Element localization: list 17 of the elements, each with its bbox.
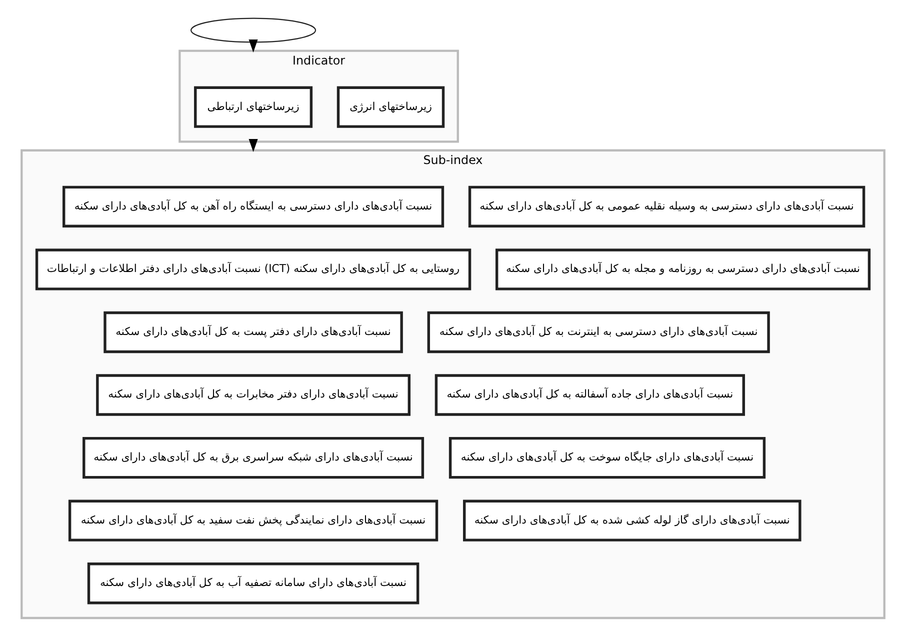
node-box: زیرساختهای انرژی bbox=[336, 86, 445, 128]
node-box: زیرساختهای ارتباطی bbox=[194, 86, 313, 128]
node-box: نسبت آبادی‌های دارای جاده آسفالته به کل آبادی‌های دارای سکنه bbox=[434, 374, 745, 416]
node-box: نسبت آبادی‌های دارای گاز لوله کشی شده به کل آبادی‌های دارای سکنه bbox=[463, 499, 802, 541]
node-box: نسبت آبادی‌های دارای جایگاه سوخت به کل آبادی‌های دارای سکنه bbox=[448, 436, 766, 478]
node-box: نسبت آبادی‌های دارای دفتر مخابرات به کل آبادی‌های دارای سکنه bbox=[96, 374, 411, 416]
node-box: نسبت آبادی‌های دارای دسترسی به روزنامه و مجله به کل آبادی‌های دارای سکنه bbox=[495, 248, 871, 290]
arrow bbox=[248, 138, 258, 152]
node-box: نسبت آبادی‌های دارای دسترسی به ایستگاه راه آهن به کل آبادی‌های دارای سکنه bbox=[62, 185, 444, 228]
arrow bbox=[248, 38, 258, 52]
node-box: نسبت آبادی‌های دارای نمایندگی پخش نفت سفید به کل آبادی‌های دارای سکنه bbox=[68, 499, 438, 541]
node-box: نسبت آبادی‌های دارای شبکه سراسری برق به کل آبادی‌های دارای سکنه bbox=[82, 436, 424, 478]
node-box: نسبت آبادی‌های دارای دفتر پست به کل آبادی‌های دارای سکنه bbox=[104, 310, 403, 353]
node-box: نسبت آبادی‌های دارای دسترسی به وسیله نقلیه عمومی به کل آبادی‌های دارای سکنه bbox=[468, 185, 866, 228]
node-box: نسبت آبادی‌های دارای دسترسی به اینترنت به کل آبادی‌های دارای سکنه bbox=[427, 310, 770, 353]
node-box: نسبت آبادی‌های دارای سامانه تصفیه آب به کل آبادی‌های دارای سکنه bbox=[87, 562, 420, 604]
node-box: نسبت آبادی‌های دارای دفتر اطلاعات و ارتباطات (ICT) روستایی به کل آبادی‌های دارای سکنه bbox=[35, 248, 472, 290]
